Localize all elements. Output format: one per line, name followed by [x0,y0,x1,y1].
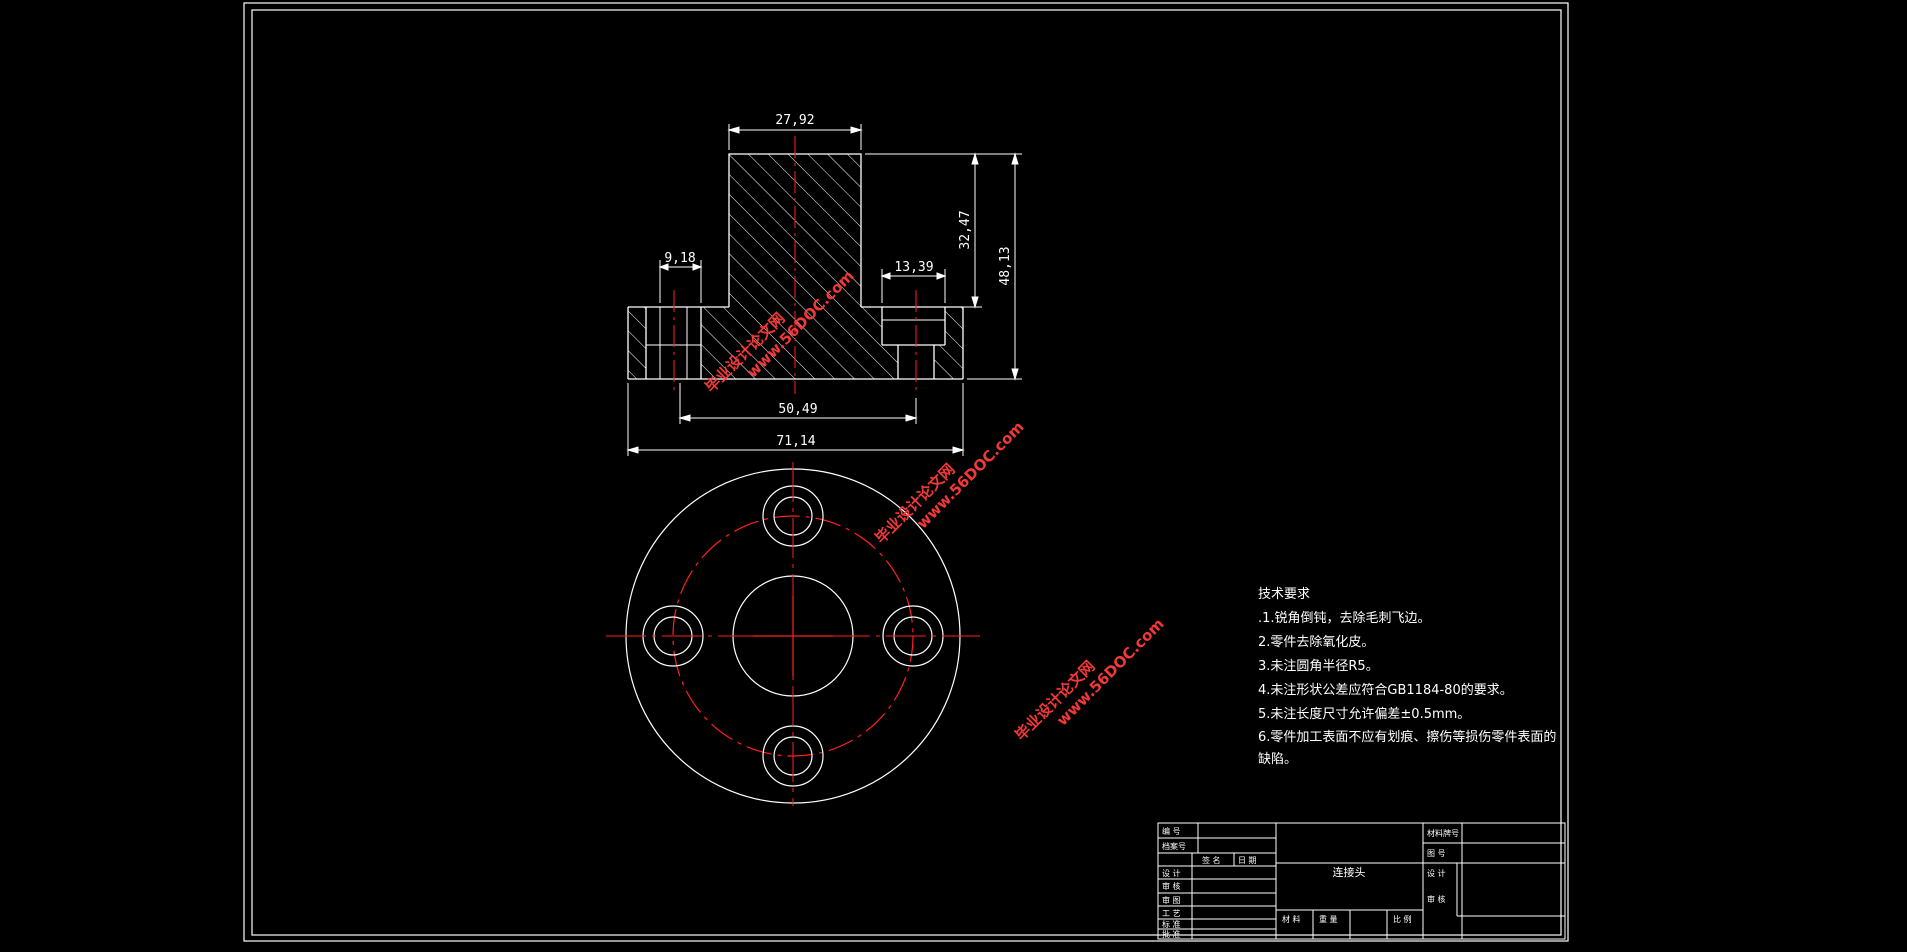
tb-label-drawing-no: 图 号 [1427,849,1446,858]
tb-label-standard: 标 准 [1162,919,1181,929]
tb-label-archive: 档案号 [1162,841,1186,851]
tech-requirement-item: 5.未注长度尺寸允许偏差±0.5mm。 [1258,707,1471,722]
flange-plan-view [606,462,980,806]
tb-label-right-design: 设 计 [1427,868,1446,878]
dim-hole-pitch: 50,49 [778,402,817,417]
tb-label-approve: 批 准 [1162,929,1181,939]
front-section-view [627,136,964,394]
tb-label-material: 材 料 [1282,914,1301,924]
tb-label-right-check: 审 核 [1427,894,1446,904]
dim-top-width: 27,92 [775,113,814,128]
tb-label-process: 工 艺 [1162,909,1181,918]
dim-left-hole: 9,18 [664,251,695,266]
dim-upper-height: 32,47 [958,210,973,249]
dim-total-height: 48,13 [998,246,1013,285]
title-block [1157,822,1566,940]
tech-requirement-item: 6.零件加工表面不应有划痕、擦伤等损伤零件表面的缺陷。 [1258,730,1557,767]
tb-header-date: 日 期 [1238,856,1257,865]
tb-label-drawing-review: 审 图 [1162,895,1181,905]
tb-label-scale: 比 例 [1393,914,1412,924]
tb-label-number: 编 号 [1162,826,1181,836]
dim-total-width: 71,14 [776,434,815,449]
tb-label-design: 设 计 [1162,868,1181,878]
tech-requirement-item: 3.未注圆角半径R5。 [1258,659,1379,674]
outer-frame [243,2,1569,942]
tech-requirement-item: .1.锐角倒钝，去除毛刺飞边。 [1258,611,1431,626]
title-block-text: 编 号 档案号 签 名 日 期 设 计 审 核 审 图 工 艺 标 准 批 准 … [1162,826,1459,939]
tech-requirements-title: 技术要求 [1258,587,1311,602]
tb-part-name: 连接头 [1333,866,1366,879]
tb-label-weight: 重 量 [1319,914,1338,924]
tb-label-check: 审 核 [1162,881,1181,891]
inner-frame [251,9,1562,936]
tb-header-signature: 签 名 [1202,855,1221,865]
tech-requirement-item: 2.零件去除氧化皮。 [1258,635,1375,650]
technical-requirements: 技术要求 .1.锐角倒钝，去除毛刺飞边。 2.零件去除氧化皮。 3.未注圆角半径… [1258,583,1558,771]
dimensions [626,124,1022,456]
dimension-labels: 27,92 9,18 13,39 32,47 48,13 50,49 71,14 [664,113,1013,449]
dim-right-hole: 13,39 [894,260,933,275]
tech-requirement-item: 4.未注形状公差应符合GB1184-80的要求。 [1258,683,1513,698]
tb-label-material-grade: 材料牌号 [1427,828,1459,838]
